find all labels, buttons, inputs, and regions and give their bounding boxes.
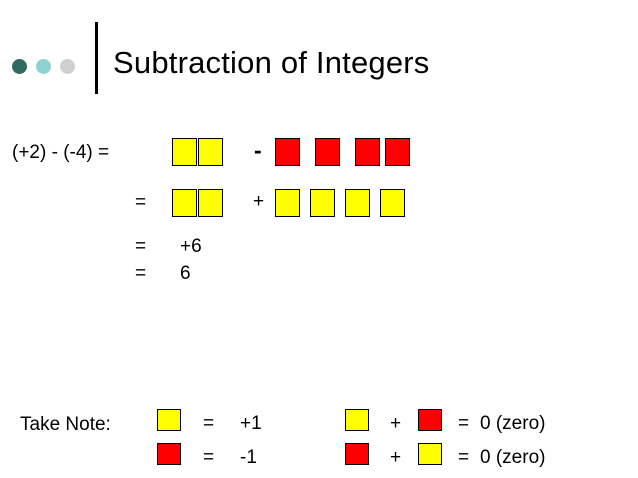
tile-yellow-l2-5: [345, 189, 370, 217]
expression-label-line1: (+2) - (-4) =: [12, 142, 110, 163]
note-plus-row2: +: [390, 447, 402, 468]
note-equals-right-row2: =: [458, 447, 470, 468]
dot-dark-teal-icon: [12, 59, 27, 74]
tile-red-l1-2: [315, 138, 340, 166]
equals-line2: =: [135, 192, 147, 213]
equals-line4: =: [135, 263, 147, 284]
note-value-right-row1: 0 (zero): [480, 413, 546, 434]
note-value-row2: -1: [240, 447, 257, 468]
tile-yellow-l1-1: [172, 138, 197, 166]
note-equals-row1: =: [203, 413, 215, 434]
tile-red-l1-1: [275, 138, 300, 166]
tile-red-l1-4: [385, 138, 410, 166]
page-title: Subtraction of Integers: [113, 45, 430, 80]
note-tile-red-row2: [157, 443, 181, 465]
note-value-row1: +1: [240, 413, 262, 434]
tile-yellow-l1-2: [198, 138, 223, 166]
result-line3: +6: [180, 236, 202, 257]
tile-yellow-l2-4: [310, 189, 335, 217]
operator-line2: +: [253, 191, 265, 212]
header-dot-group: [12, 59, 75, 74]
note-tile-yellow-row1: [157, 409, 181, 431]
note-plus-row1: +: [390, 413, 402, 434]
dot-grey-icon: [60, 59, 75, 74]
tile-yellow-l2-2: [198, 189, 223, 217]
note-tile-b-yellow-row2: [418, 443, 442, 465]
note-value-right-row2: 0 (zero): [480, 447, 546, 468]
tile-yellow-l2-6: [380, 189, 405, 217]
note-tile-b-red-row1: [418, 409, 442, 431]
note-equals-row2: =: [203, 447, 215, 468]
operator-line1: -: [254, 137, 262, 163]
equals-line3: =: [135, 236, 147, 257]
note-equals-right-row1: =: [458, 413, 470, 434]
dot-light-teal-icon: [36, 59, 51, 74]
tile-yellow-l2-3: [275, 189, 300, 217]
result-line4: 6: [180, 263, 191, 284]
tile-red-l1-3: [355, 138, 380, 166]
header-vertical-rule: [95, 22, 98, 94]
take-note-heading: Take Note:: [20, 414, 111, 435]
note-tile-a-yellow-row1: [345, 409, 369, 431]
note-tile-a-red-row2: [345, 443, 369, 465]
tile-yellow-l2-1: [172, 189, 197, 217]
